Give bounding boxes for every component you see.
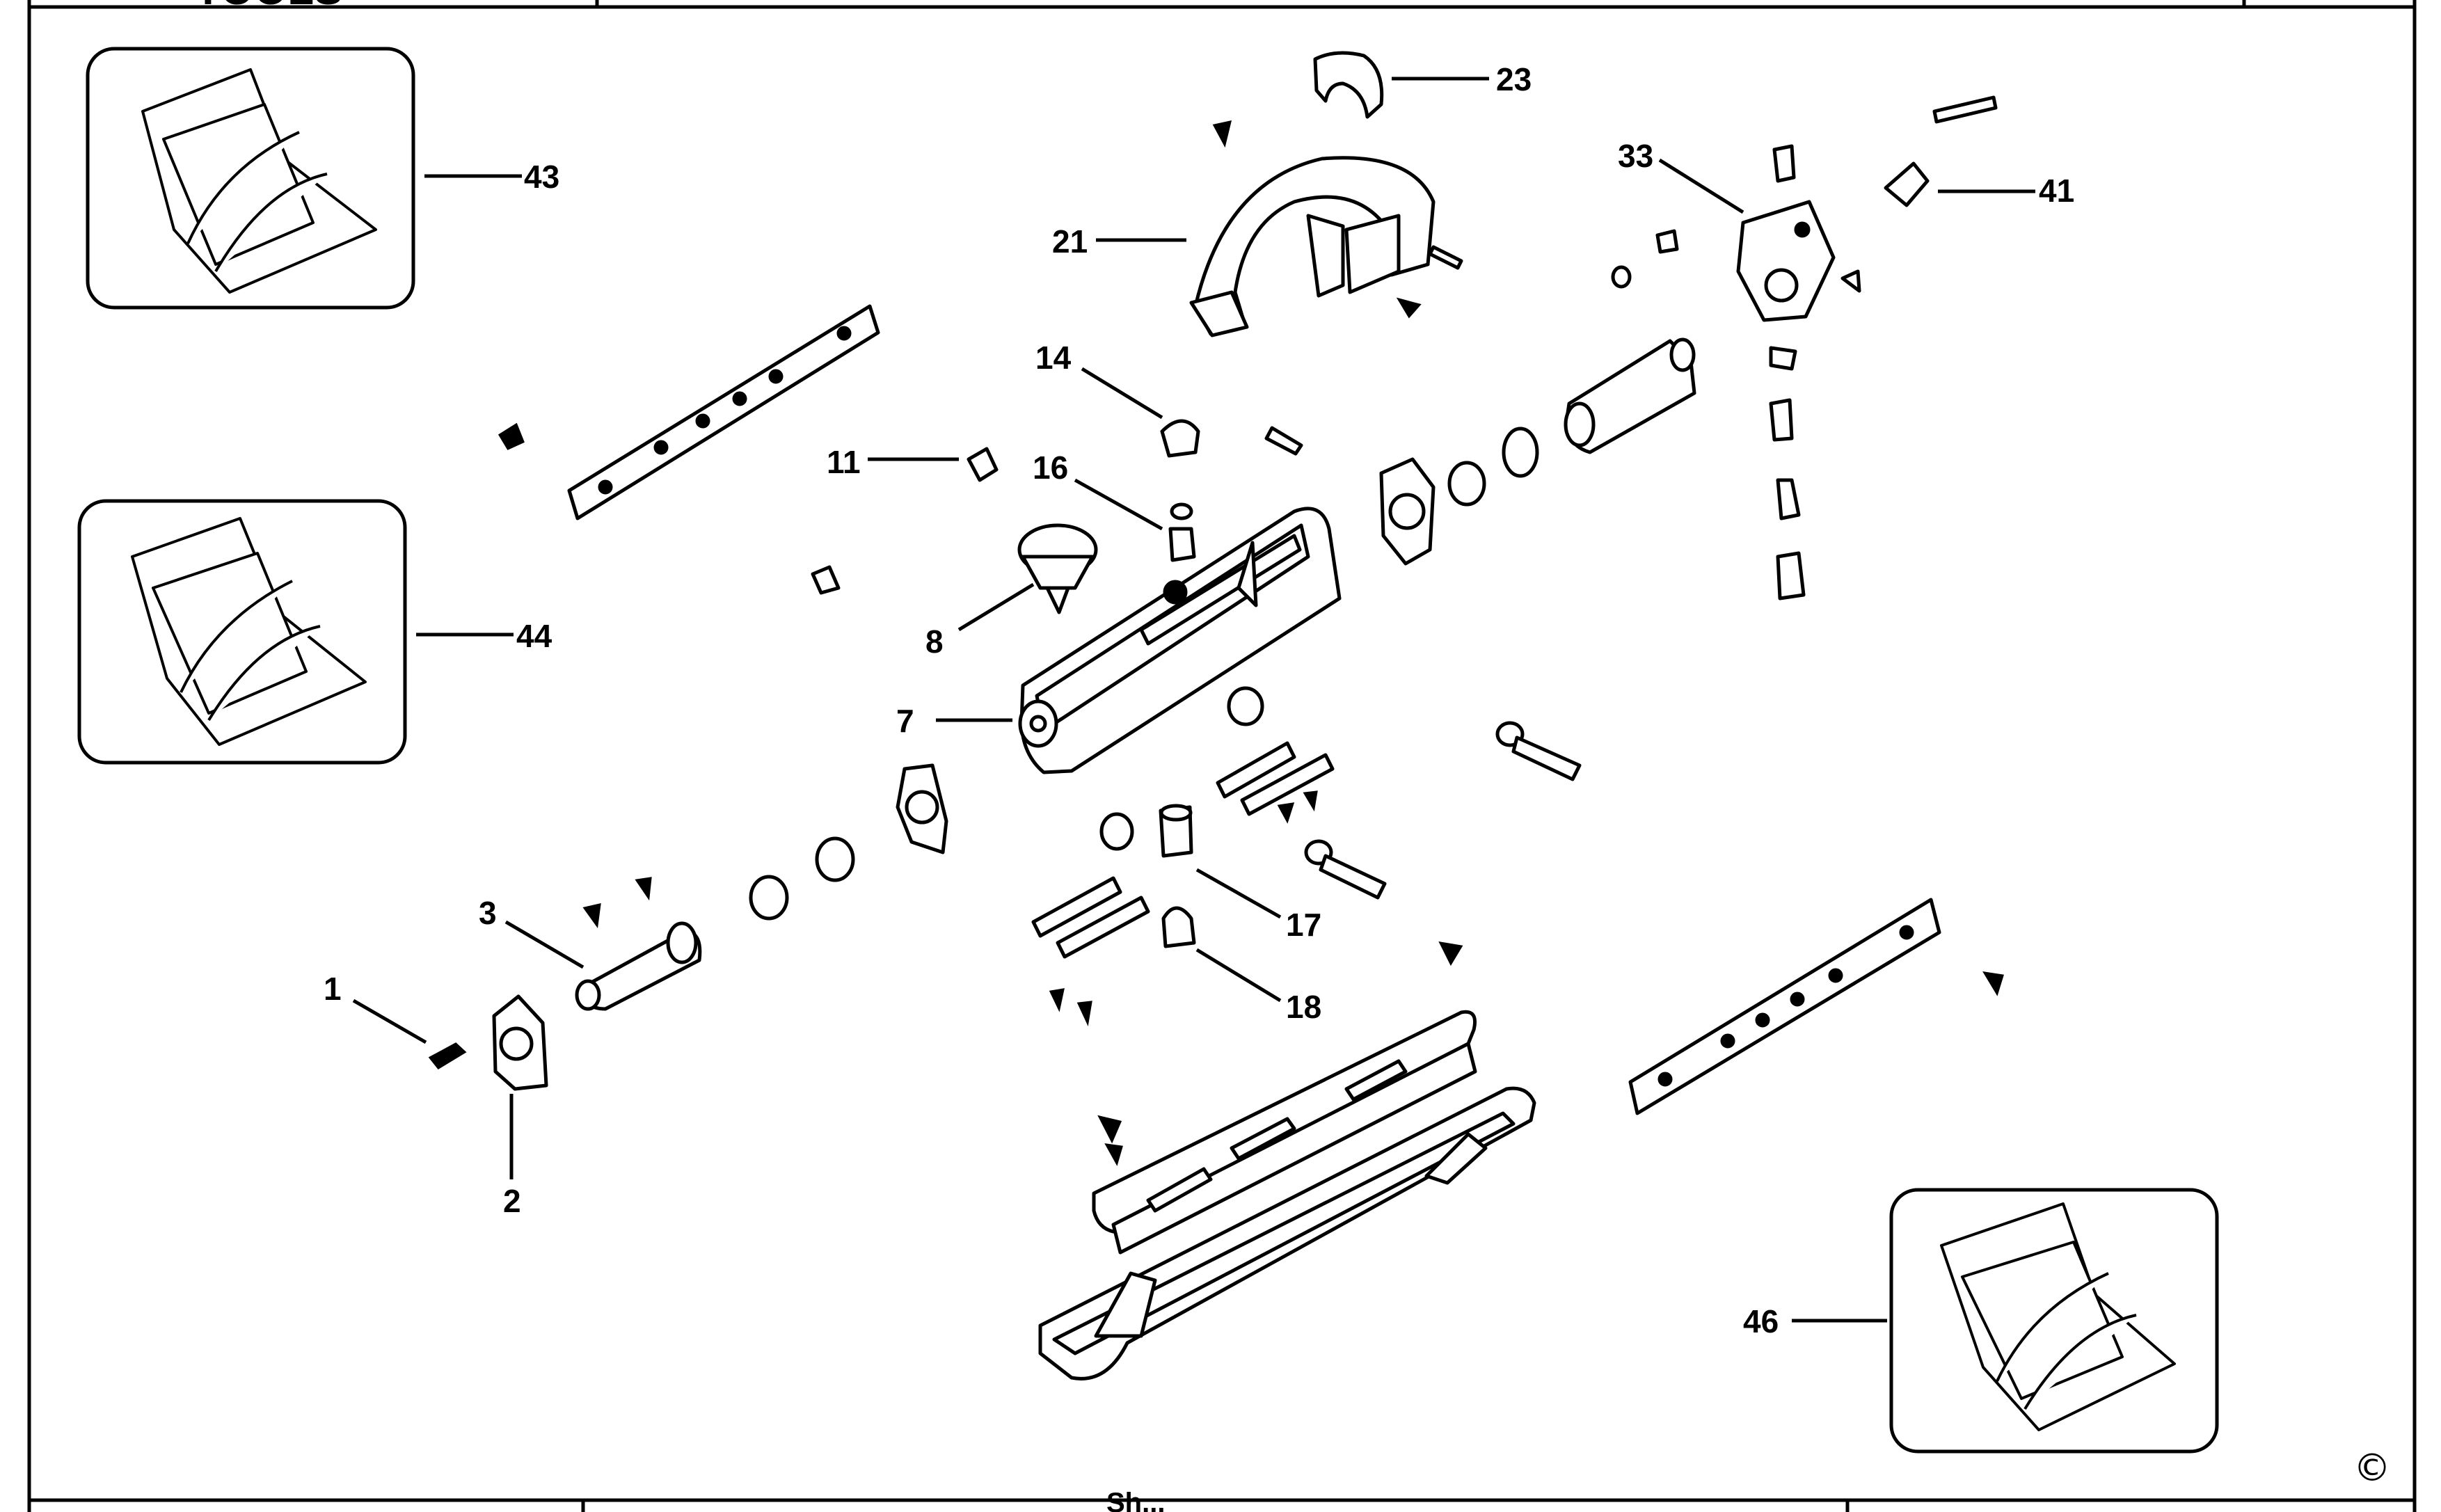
screw-handle-mid xyxy=(1428,245,1463,270)
footer-label-fragment: Sh... xyxy=(1106,1488,1165,1512)
callout-1: 1 xyxy=(324,971,342,1007)
small-nut-left xyxy=(498,422,525,450)
screw-handle-top xyxy=(1212,120,1232,148)
guide-rail-lower xyxy=(1628,898,1941,1115)
base-plate xyxy=(1038,1086,1536,1380)
parts-bag-43 xyxy=(86,47,415,310)
nut-part-11 xyxy=(967,447,999,482)
screw-center-3 xyxy=(1049,988,1065,1012)
sleeve-part-17 xyxy=(1159,804,1193,858)
callout-41: 41 xyxy=(2039,173,2074,209)
cap-part-23 xyxy=(1313,51,1384,119)
linkage-upper xyxy=(1216,741,1335,816)
screw-center-1 xyxy=(1277,802,1295,824)
callout-16: 16 xyxy=(1033,449,1068,486)
screw-handle-low xyxy=(1396,297,1422,319)
plug-small-left xyxy=(811,565,841,595)
knob-part-8 xyxy=(1017,523,1098,614)
pin-right-upper xyxy=(1495,721,1582,781)
leader-lines xyxy=(352,77,2035,1323)
copyright-symbol: © xyxy=(2353,1446,2391,1490)
callout-17: 17 xyxy=(1286,907,1321,943)
drawing-frame xyxy=(27,0,2417,1512)
seal-left-2 xyxy=(815,836,855,882)
callout-8: 8 xyxy=(925,623,944,660)
callout-23: 23 xyxy=(1496,61,1532,97)
screw-center-2 xyxy=(1303,790,1318,812)
piston-right xyxy=(1564,337,1696,454)
screw-base-3 xyxy=(1104,1143,1123,1166)
callout-44: 44 xyxy=(516,618,552,654)
end-cap-part-2 xyxy=(492,994,548,1091)
main-body-part-7 xyxy=(1018,507,1342,774)
header-brand-fragment: TOOLS xyxy=(195,0,342,14)
screw-center-4 xyxy=(1076,1001,1092,1027)
small-nut-right xyxy=(1982,971,2004,996)
callout-43: 43 xyxy=(524,159,559,195)
seal-left-1 xyxy=(749,875,789,921)
callout-labels: 1 2 3 7 8 11 14 16 17 18 21 23 33 41 43 … xyxy=(324,61,2074,1339)
washer-small xyxy=(1611,265,1632,289)
screw-base-1 xyxy=(1438,941,1463,966)
guide-rail-upper xyxy=(567,304,880,520)
handle-part-21 xyxy=(1189,156,1436,337)
parts-bag-44 xyxy=(77,499,407,765)
callout-7: 7 xyxy=(896,703,914,739)
screw-piston-2 xyxy=(635,877,652,901)
valve-block-part-33 xyxy=(1736,144,1861,600)
callout-11: 11 xyxy=(827,444,861,480)
piston-left xyxy=(575,921,702,1011)
linkage-lower xyxy=(1031,876,1150,959)
seal-right-2 xyxy=(1447,461,1486,507)
callout-14: 14 xyxy=(1035,340,1072,376)
screw-base-2 xyxy=(1097,1115,1122,1144)
plug-part-14 xyxy=(1160,419,1200,458)
magazine-base xyxy=(1092,1010,1477,1255)
callout-46: 46 xyxy=(1743,1303,1779,1339)
screw-part-1 xyxy=(428,1042,467,1069)
parts-bag-46 xyxy=(1889,1188,2219,1454)
plug-small-center xyxy=(1655,229,1679,254)
end-plate-right xyxy=(1379,457,1436,566)
fitting-part-41 xyxy=(1884,95,1998,207)
callout-2: 2 xyxy=(503,1183,521,1219)
callout-18: 18 xyxy=(1286,989,1321,1025)
bushing-center-left xyxy=(1099,812,1134,851)
plug-part-18 xyxy=(1161,906,1196,948)
callout-33: 33 xyxy=(1618,138,1653,174)
seal-right-1 xyxy=(1502,427,1539,478)
callout-21: 21 xyxy=(1052,223,1088,260)
pin-center-right xyxy=(1304,839,1387,900)
screw-piston-1 xyxy=(582,903,601,928)
pin-small xyxy=(1264,426,1303,456)
end-plate-left xyxy=(896,763,948,854)
bushing-center-top xyxy=(1227,686,1264,726)
valve-part-16 xyxy=(1168,502,1196,562)
callout-3: 3 xyxy=(479,895,497,931)
